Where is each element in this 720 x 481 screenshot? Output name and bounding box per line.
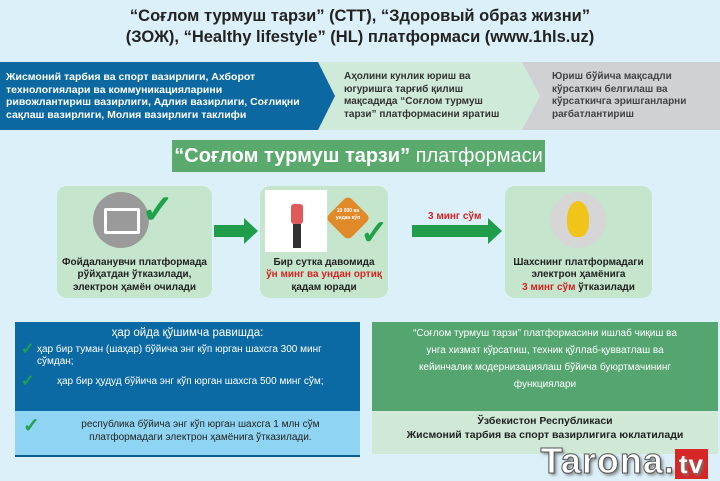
bonus-heading: ҳар ойда қўшимча равишда:	[111, 327, 264, 339]
card-text: Шахснинг платформадаги электрон ҳамёнига	[513, 256, 644, 281]
responsible-country: Ўзбекистон Республикаси	[477, 415, 613, 427]
responsible-ministry: Жисмоний тарбия ва спорт вазирлигига юкл…	[406, 429, 684, 441]
check-icon: ✓	[141, 188, 175, 232]
badge-text: 10 000 ва ундан кўп	[335, 208, 361, 221]
card-text: ўтказилади	[575, 281, 635, 293]
step-create-platform: Аҳолини кунлик юриш ва югуришга тарғиб қ…	[318, 62, 540, 130]
laptop-icon	[93, 192, 149, 248]
step-text: Жисмоний тарбия ва спорт вазирлиги, Ахбо…	[6, 71, 300, 121]
card-text: Фойдаланувчи платформада рўйҳатдан ўтказ…	[61, 256, 207, 293]
check-icon: ✓	[23, 415, 40, 437]
card-steps: 10 000 ва ундан кўп ✓ Бир сутка давомида…	[260, 186, 389, 298]
monthly-bonus-top: ҳар ойда қўшимча равишда: ✓ҳар бир туман…	[15, 322, 360, 411]
platform-functions: “Соғлом турмуш тарзи” платформасини ишла…	[372, 322, 718, 411]
arrow-right-icon	[412, 218, 502, 244]
check-icon: ✓	[360, 214, 389, 252]
watermark-tv: tv	[674, 449, 708, 479]
step-reward: Юриш бўйича мақсадли кўрсаткич белгилаш …	[522, 62, 720, 130]
monthly-bonus-box: ҳар ойда қўшимча равишда: ✓ҳар бир туман…	[15, 322, 360, 457]
responsibility-box: “Соғлом турмуш тарзи” платформасини ишла…	[372, 322, 718, 454]
walking-person-image	[265, 190, 327, 252]
money-bags-icon	[550, 192, 606, 248]
step-proposal: Жисмоний тарбия ва спорт вазирлиги, Ахбо…	[0, 62, 335, 130]
card-text: Бир сутка давомида	[273, 256, 375, 268]
card-wallet: Шахснинг платформадаги электрон ҳамёнига…	[505, 186, 652, 298]
card-text-highlight: 3 минг сўм	[522, 281, 576, 293]
arrow-label: 3 минг сўм	[428, 211, 482, 222]
title-line-1: “Соғлом турмуш тарзи” (СТТ), “Здоровый о…	[129, 7, 591, 25]
functions-text: “Соғлом турмуш тарзи” платформасини ишла…	[413, 328, 677, 390]
banner-bold: “Соғлом турмуш тарзи”	[174, 145, 411, 167]
title-line-2: (ЗОЖ), “Healthy lifestyle” (HL) платформ…	[125, 28, 595, 46]
step-text: Аҳолини кунлик юриш ва югуришга тарғиб қ…	[344, 71, 500, 120]
check-icon: ✓	[21, 341, 35, 358]
banner-rest: платформаси	[410, 145, 543, 167]
page-title: “Соғлом турмуш тарзи” (СТТ), “Здоровый о…	[0, 6, 720, 48]
step-text: Юриш бўйича мақсадли кўрсаткич белгилаш …	[552, 71, 687, 120]
check-icon: ✓	[21, 373, 35, 390]
arrow-right-icon	[214, 218, 258, 244]
bonus-item-republic: ✓ республика бўйича энг кўп юрган шахсга …	[23, 416, 353, 444]
card-text: қадам юради	[291, 281, 357, 293]
tarona-watermark-logo: Tarona.tv	[540, 440, 708, 481]
platform-banner: “Соғлом турмуш тарзи” платформаси	[172, 140, 545, 172]
card-registration: ✓ Фойдаланувчи платформада рўйҳатдан ўтк…	[57, 186, 212, 298]
bonus-item: республика бўйича энг кўп юрган шахсга 1…	[81, 419, 320, 443]
bonus-item: ҳар бир туман (шаҳар) бўйича энг кўп юрг…	[37, 344, 322, 367]
card-text-highlight: ўн минг ва ундан ортиқ	[266, 269, 382, 280]
watermark-text: Tarona.	[540, 440, 675, 481]
bonus-item: ҳар бир ҳудуд бўйича энг кўп юрган шахсг…	[57, 376, 324, 387]
